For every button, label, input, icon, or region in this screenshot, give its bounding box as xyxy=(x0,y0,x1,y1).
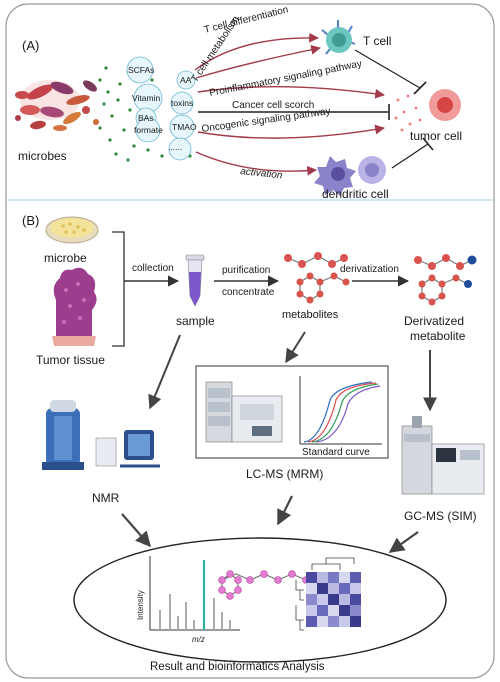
dendritic-inhibit-bar xyxy=(422,137,434,151)
collection-bracket xyxy=(112,231,125,347)
nmr-label: NMR xyxy=(92,491,120,505)
metabolites-label: metabolites xyxy=(282,309,339,321)
gcms-instrument-icon xyxy=(401,416,485,495)
derivatized-atoms xyxy=(414,254,464,306)
pathway-arrow-oncogenic xyxy=(197,124,385,139)
sample-tube-icon xyxy=(185,254,205,307)
dendritic-cell-label: dendritic cell xyxy=(322,187,389,201)
tumor-cell-icon xyxy=(394,89,461,132)
metabolite-bubbles xyxy=(126,56,196,161)
metabolite-tmao: TMAO xyxy=(172,122,197,132)
tumor-cell-label: tumor cell xyxy=(410,129,462,143)
metabolite-bas: BAs xyxy=(138,113,154,123)
microbe-label: microbe xyxy=(44,251,87,265)
metabolite-aa: AA xyxy=(180,75,192,85)
result-label: Result and bioinformatics Analysis xyxy=(150,661,325,673)
lcms-label: LC-MS (MRM) xyxy=(246,467,323,481)
pathway-arrow-activation xyxy=(195,151,317,176)
metabolite-toxins: toxins xyxy=(171,98,193,108)
heatmap xyxy=(295,557,361,631)
tumor-tissue-icon xyxy=(52,267,97,346)
metabolite-vitamin: Vitamin xyxy=(132,93,160,103)
derivatized-label-2: metabolite xyxy=(410,329,466,343)
microbes-cluster xyxy=(15,80,99,131)
concentrate-label: concentrate xyxy=(222,287,275,298)
pathway-arrow-proinflam xyxy=(197,85,385,99)
metabolite-scfas: SCFAs xyxy=(128,65,154,75)
purification-label: purification xyxy=(222,265,270,276)
microbes-label: microbes xyxy=(18,149,67,163)
gcms-label: GC-MS (SIM) xyxy=(404,509,477,523)
pathway-arrow-t-diff xyxy=(194,32,319,71)
metabolite-atoms xyxy=(284,252,350,304)
metabolite-formate: formate xyxy=(134,125,163,135)
petri-dish-icon xyxy=(45,216,99,244)
dendritic-cell-icon xyxy=(314,156,386,196)
tumor-tissue-label: Tumor tissue xyxy=(36,353,105,367)
panel-b-label: (B) xyxy=(22,213,39,228)
arrow-nmr-result xyxy=(121,513,152,548)
arrow-lcms-result xyxy=(277,495,293,526)
nmr-instrument-icon xyxy=(42,400,160,470)
t-cell-icon xyxy=(321,20,356,55)
arrow-to-nmr xyxy=(148,334,181,410)
derivatized-label-1: Derivatized xyxy=(404,314,464,328)
arrow-to-lcms xyxy=(285,331,306,364)
t-cell-inhibit-line xyxy=(354,49,421,89)
standard-curve-label: Standard curve xyxy=(302,447,370,458)
pathway-activation: activation xyxy=(240,166,284,181)
t-cell-inhibit-bar xyxy=(413,81,427,95)
standard-curve-plot xyxy=(299,376,382,445)
panel-a-label: (A) xyxy=(22,38,39,53)
pathway-cancer-scorch: Cancer cell scorch xyxy=(232,100,314,111)
collection-label: collection xyxy=(132,263,174,274)
derivatization-label: derivatization xyxy=(340,264,399,275)
metabolite-more: ...... xyxy=(168,142,182,152)
t-cell-label: T cell xyxy=(363,34,391,48)
intensity-label: Intensity xyxy=(136,590,145,620)
arrow-gcms-result xyxy=(388,531,419,553)
result-ellipse xyxy=(73,537,447,663)
derivative-group-1 xyxy=(467,255,477,265)
dendritic-inhibit-line xyxy=(391,143,429,169)
lcms-instrument-icon xyxy=(205,381,283,443)
result-molecule-icon xyxy=(218,570,310,600)
spectrum-plot xyxy=(149,556,240,631)
mz-label: m/z xyxy=(192,635,205,644)
sample-label: sample xyxy=(176,314,215,328)
derivative-group-2 xyxy=(464,280,472,288)
pathway-arrow-t-metab xyxy=(195,44,321,79)
